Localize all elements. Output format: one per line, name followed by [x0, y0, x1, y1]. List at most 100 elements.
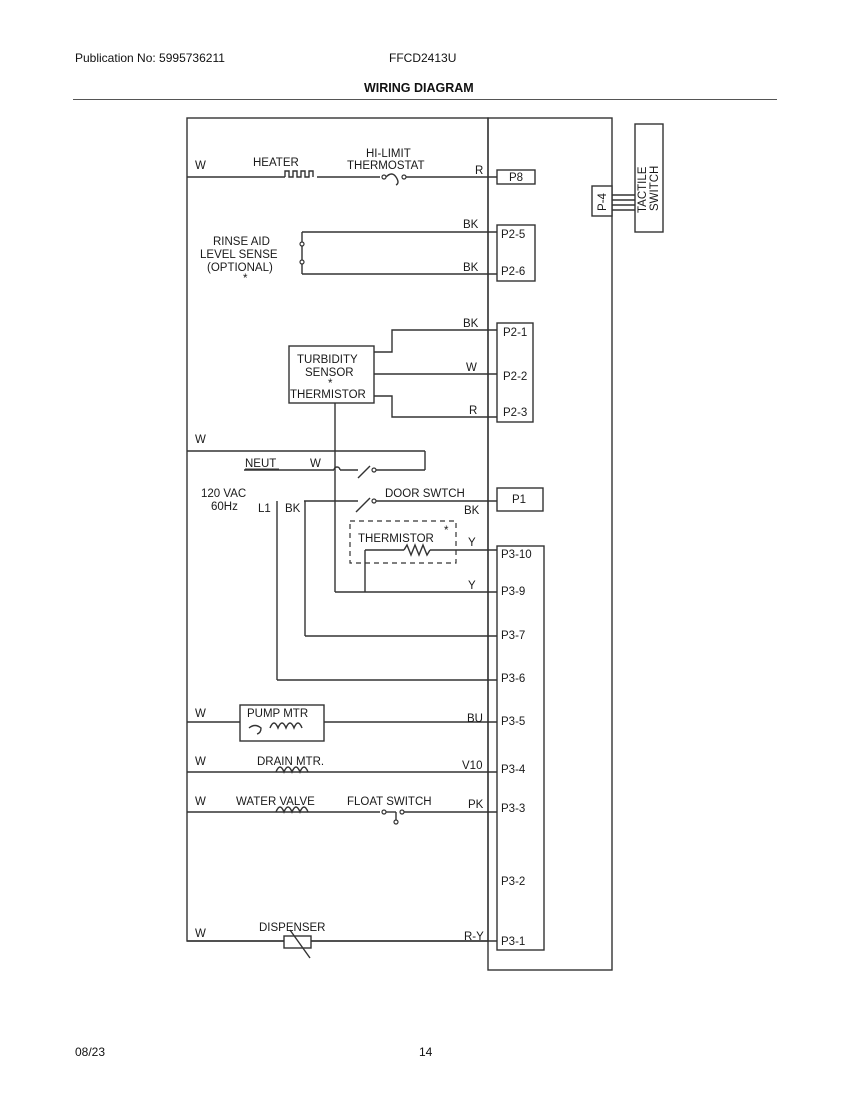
label-w-heater: W: [195, 160, 206, 172]
label-turb-2: SENSOR: [305, 367, 354, 379]
label-p2-3: P2-3: [503, 407, 527, 419]
label-bu-p35: BU: [467, 713, 483, 725]
control-board: [487, 117, 613, 971]
tactile-switch-box: [634, 123, 664, 233]
pump-protector: [248, 724, 262, 735]
connector-p1: [496, 487, 544, 512]
turbidity-sensor-box: [288, 345, 375, 404]
connector-p8: [496, 169, 536, 185]
label-thermistor: THERMISTOR: [358, 533, 434, 545]
label-w-drain: W: [195, 756, 206, 768]
page-number: 14: [419, 1045, 433, 1059]
label-w-pump: W: [195, 708, 206, 720]
model-number: FFCD2413U: [389, 51, 457, 65]
label-tactile-2: SWITCH: [649, 166, 661, 211]
rinse-contact-b: [299, 259, 305, 265]
label-p3-10: P3-10: [501, 549, 532, 561]
label-p3-6: P3-6: [501, 673, 525, 685]
thermistor-box: [349, 520, 457, 564]
label-turb-star: *: [328, 378, 333, 390]
connector-p4: [591, 185, 613, 217]
label-p3-4: P3-4: [501, 764, 526, 776]
label-y-p310: Y: [468, 537, 476, 549]
publication-number: Publication No: 5995736211: [75, 51, 225, 65]
label-rinse-3: (OPTIONAL): [207, 262, 273, 274]
pump-coil: [269, 722, 303, 730]
label-p2-1: P2-1: [503, 327, 527, 339]
float-pivot: [393, 819, 399, 825]
label-hi-limit-1: HI-LIMIT: [366, 148, 411, 160]
label-l1: L1: [258, 503, 271, 515]
label-v10-p34: V10: [462, 760, 482, 772]
rinse-contact-a: [299, 241, 305, 247]
hi-limit-contact-b: [401, 174, 407, 180]
label-y-p39: Y: [468, 580, 476, 592]
label-bk-p1: BK: [464, 505, 480, 517]
label-vac-1: 120 VAC: [201, 488, 246, 500]
label-dispenser: DISPENSER: [259, 922, 325, 934]
label-bk-l1: BK: [285, 503, 301, 515]
thermistor-resistor: [403, 543, 431, 557]
label-turb-3: THERMISTOR: [290, 389, 366, 401]
label-w-p22: W: [466, 362, 477, 374]
page-title: WIRING DIAGRAM: [364, 81, 474, 95]
label-therm-star: *: [444, 525, 449, 537]
header-divider: [73, 99, 777, 100]
hi-limit-contact-a: [381, 174, 387, 180]
door-contact-1: [371, 467, 377, 473]
label-turb-1: TURBIDITY: [297, 354, 358, 366]
label-p1: P1: [512, 494, 526, 506]
label-door-switch: DOOR SWTCH: [385, 488, 465, 500]
label-p3-3: P3-3: [501, 803, 525, 815]
drain-coil: [275, 766, 309, 774]
label-ry-p31: R-Y: [464, 931, 484, 943]
label-p2-6: P2-6: [501, 266, 525, 278]
connector-p3: [496, 545, 545, 951]
label-rinse-star: *: [243, 273, 248, 285]
label-p3-2: P3-2: [501, 876, 525, 888]
label-rinse-1: RINSE AID: [213, 236, 270, 248]
label-bk-p25: BK: [463, 219, 479, 231]
connector-p2-1-3: [496, 322, 534, 423]
label-w-valve: W: [195, 796, 206, 808]
label-p2-5: P2-5: [501, 229, 525, 241]
label-p8: P8: [509, 172, 523, 184]
label-tactile-1: TACTILE: [637, 166, 649, 213]
hi-limit-switch: [385, 173, 399, 186]
label-p2-2: P2-2: [503, 371, 527, 383]
label-rinse-2: LEVEL SENSE: [200, 249, 278, 261]
label-bk-p21: BK: [463, 318, 479, 330]
label-drain: DRAIN MTR.: [257, 756, 324, 768]
label-r-p8: R: [475, 165, 483, 177]
label-w-disp: W: [195, 928, 206, 940]
label-pk-p33: PK: [468, 799, 484, 811]
label-hi-limit-2: THERMOSTAT: [347, 160, 425, 172]
label-p3-9: P3-9: [501, 586, 525, 598]
label-heater: HEATER: [253, 157, 299, 169]
neut-crossover: [333, 466, 341, 471]
connector-p2-5-6: [496, 224, 536, 282]
label-r-p23: R: [469, 405, 477, 417]
label-w-neut: W: [310, 458, 321, 470]
label-p3-5: P3-5: [501, 716, 525, 728]
footer-date: 08/23: [75, 1045, 106, 1059]
heater-coil: [284, 170, 314, 178]
label-float-switch: FLOAT SWITCH: [347, 796, 432, 808]
float-contact-a: [381, 809, 387, 815]
door-switch-blade-2: [355, 497, 371, 513]
label-w-main: W: [195, 434, 206, 446]
label-pump: PUMP MTR: [247, 708, 308, 720]
label-bk-p26: BK: [463, 262, 479, 274]
door-contact-2: [371, 498, 377, 504]
door-switch-blade-1: [357, 465, 371, 479]
label-p4: P-4: [597, 193, 609, 212]
dispenser-box: [283, 935, 312, 949]
label-p3-1: P3-1: [501, 936, 525, 948]
label-water-valve: WATER VALVE: [236, 796, 315, 808]
label-neut: NEUT: [245, 458, 276, 470]
label-vac-2: 60Hz: [211, 501, 238, 513]
label-p3-7: P3-7: [501, 630, 525, 642]
float-contact-b: [399, 809, 405, 815]
valve-coil: [275, 806, 309, 814]
